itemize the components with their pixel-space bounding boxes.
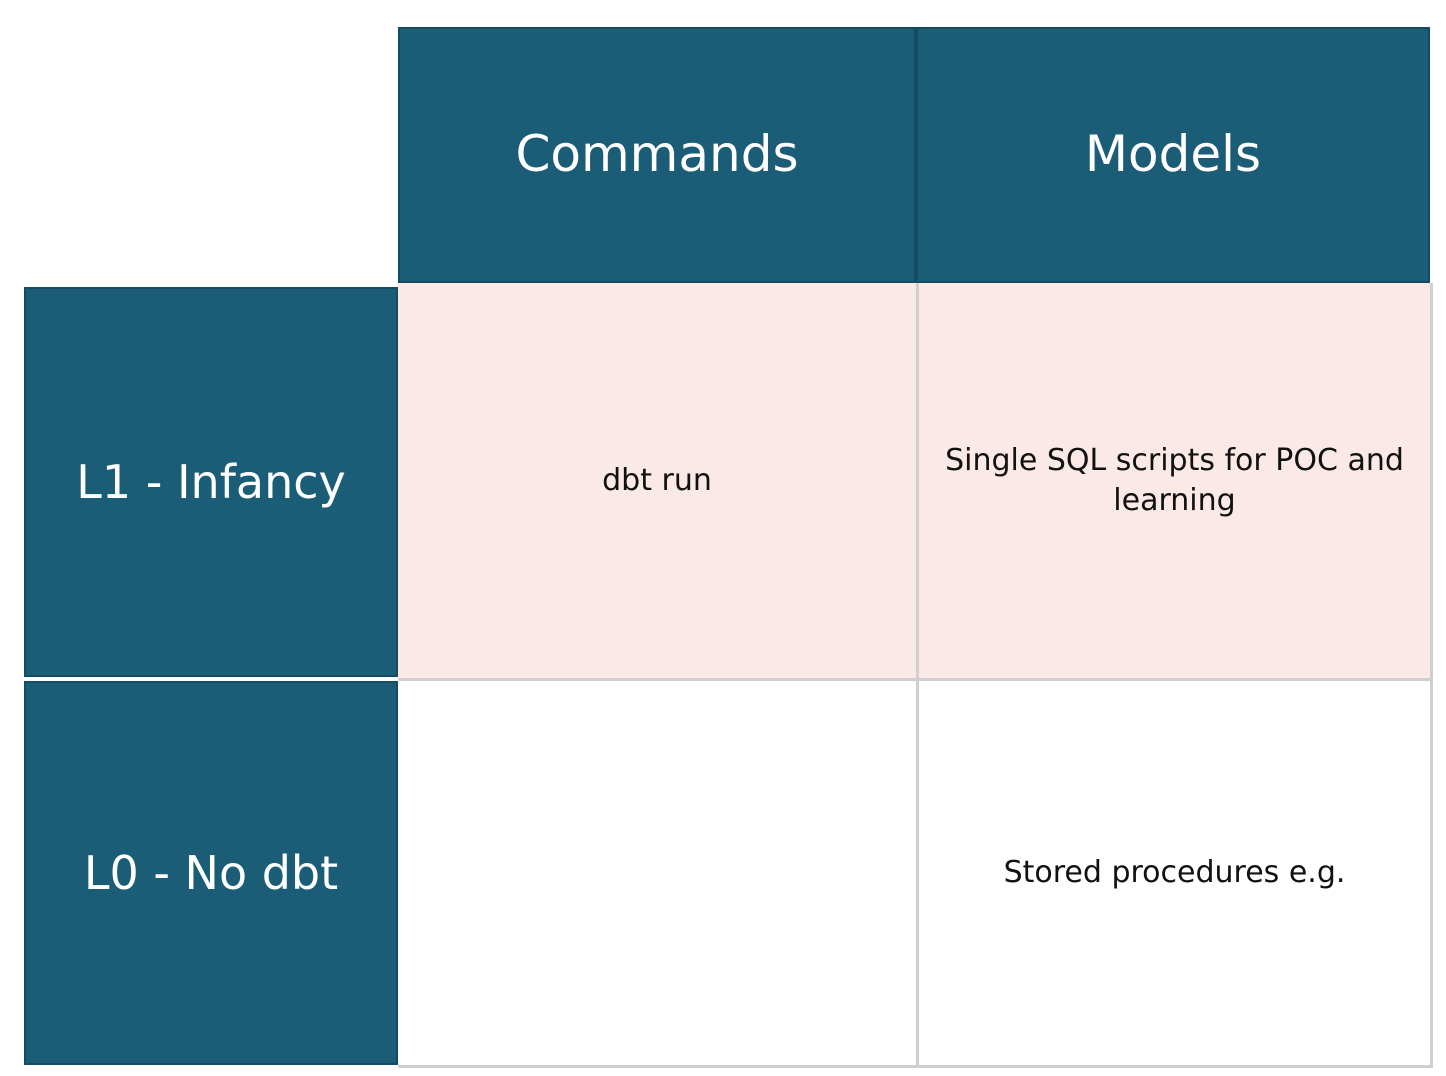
cell-l1-models-text: Single SQL scripts for POC and learning — [945, 442, 1404, 518]
cell-l0-commands — [398, 681, 919, 1068]
column-header-models: Models — [916, 27, 1430, 283]
cell-l1-commands-text: dbt run — [602, 462, 712, 498]
row-header-l0: L0 - No dbt — [24, 681, 398, 1065]
cell-l1-commands: dbt run — [398, 283, 919, 681]
row-header-l0-label: L0 - No dbt — [83, 845, 339, 900]
row-header-l1-label: L1 - Infancy — [76, 454, 346, 509]
cell-l1-models: Single SQL scripts for POC and learning — [919, 283, 1433, 681]
column-header-commands-label: Commands — [515, 125, 799, 184]
column-header-models-label: Models — [1084, 125, 1262, 184]
row-header-l1: L1 - Infancy — [24, 287, 398, 677]
cell-l0-models-text: Stored procedures e.g. — [1003, 855, 1346, 891]
cell-l0-models: Stored procedures e.g. — [919, 681, 1433, 1068]
column-header-commands: Commands — [398, 27, 916, 283]
